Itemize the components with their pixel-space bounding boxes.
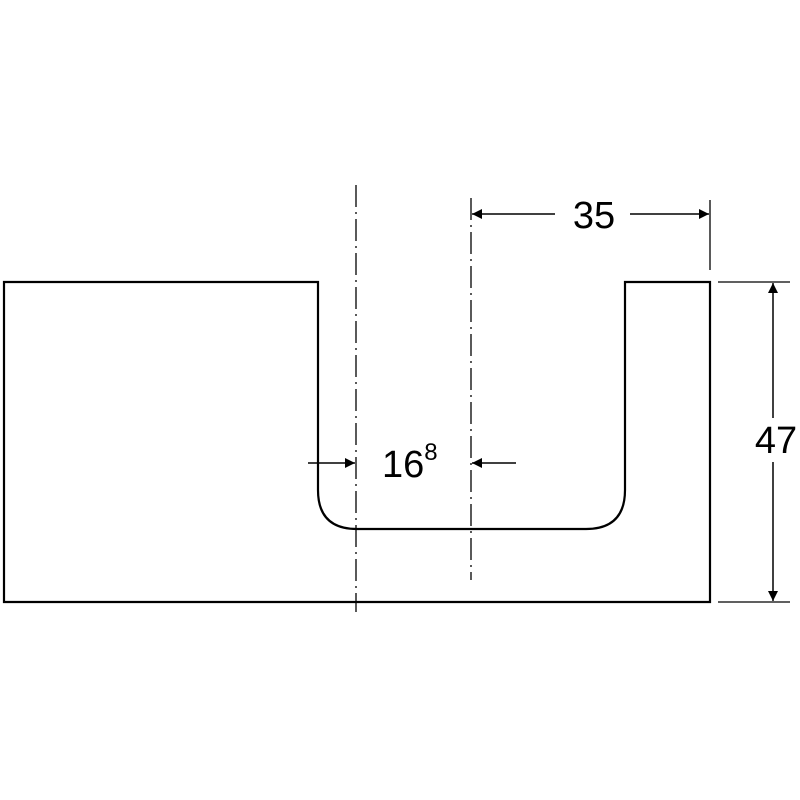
- dim-35-label: 35: [573, 195, 615, 237]
- dim-168-main: 16: [382, 444, 424, 486]
- dim-168-label: 168: [382, 439, 438, 486]
- dimension-47: 47: [755, 283, 797, 601]
- dimension-16-8: 168: [308, 439, 516, 486]
- dimension-35: 35: [472, 195, 709, 237]
- dim-47-label: 47: [755, 420, 797, 462]
- part-outline: [2, 280, 712, 604]
- dim-168-superscript: 8: [424, 439, 437, 466]
